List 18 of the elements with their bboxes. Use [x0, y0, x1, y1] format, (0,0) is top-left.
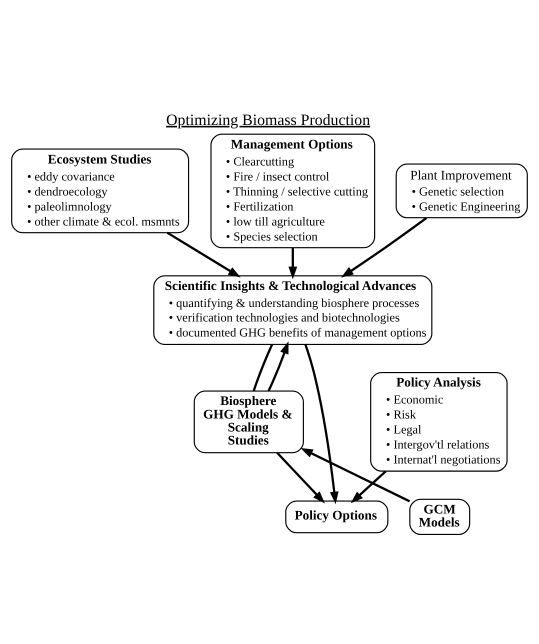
node-box: Biosphere GHG Models & Scaling Studies [194, 390, 304, 454]
arrow [350, 470, 387, 504]
node-box: Policy Analysis • Economic • Risk • Legal • Intergov'tl relations • Internat'l negotiations [370, 372, 508, 472]
arrow [166, 232, 241, 278]
node-box: GCM Models [409, 498, 470, 536]
arrow [288, 248, 298, 280]
node-box: Ecosystem Studies • eddy covariance • dendroecology • paleolimnology • other climate & ecol. msmnts [11, 148, 190, 234]
arrow [276, 452, 325, 504]
node-box: Management Options • Clearcutting • Fire / insect control • Thinning / selective cutting • Fertilization • low till agriculture • Species selection [210, 134, 376, 248]
node-box: Plant Improvement • Genetic selection • Genetic Engineering [396, 164, 528, 218]
arrow [341, 217, 428, 278]
diagram-title: Optimizing Biomass Production [166, 112, 370, 129]
node-box: Policy Options [285, 500, 388, 534]
arrow [268, 341, 288, 392]
node-box: Scientific Insights & Technological Advances • quantifying & understanding biosphere processes • verification technologies and biotechnologies • documented GHG benefits of management options [153, 275, 432, 345]
connector [252, 344, 274, 392]
arrow [304, 344, 339, 504]
arrow [300, 448, 410, 502]
